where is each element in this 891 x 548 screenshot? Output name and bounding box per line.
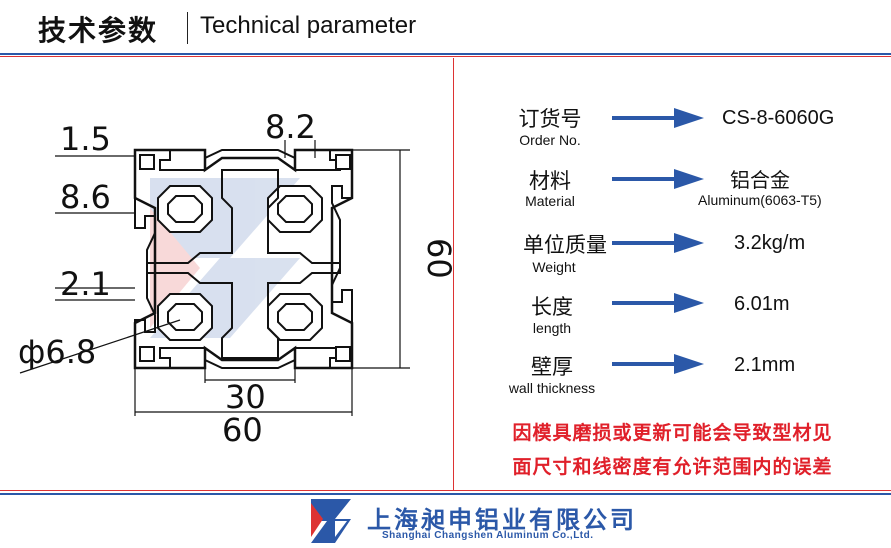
vertical-divider (453, 58, 454, 490)
bottom-rule-red (0, 490, 891, 491)
dimension-lines (19, 140, 410, 416)
param-label-cn: 材料 (529, 169, 571, 193)
bottom-rule-blue (0, 493, 891, 495)
tolerance-note-line-2: 面尺寸和线密度有允许范围内的误差 (512, 456, 833, 478)
header: 技术参数 Technical parameter (0, 0, 891, 56)
param-value: 3.2kg/m (734, 232, 806, 254)
top-rule-red (0, 56, 891, 57)
param-label-en: Weight (532, 259, 576, 275)
top-rule-blue (0, 53, 891, 55)
dim-2-1: 2.1 (60, 265, 111, 303)
dim-60-bottom: 60 (222, 411, 263, 449)
dim-60-right: 60 (420, 238, 452, 279)
arrow-icon (612, 233, 704, 253)
dim-8-6: 8.6 (60, 178, 111, 216)
header-title-cn: 技术参数 (38, 14, 159, 47)
param-label-en: wall thickness (508, 380, 596, 396)
arrow-icon (612, 293, 704, 313)
header-separator (187, 12, 188, 44)
profile-drawing: 1.5 8.2 8.6 2.1 ф6.8 60 30 60 (18, 108, 452, 449)
profile-body (139, 154, 351, 362)
param-label-cn: 长度 (531, 295, 573, 319)
param-label-cn: 单位质量 (523, 233, 607, 257)
param-label-en: Material (525, 193, 575, 209)
header-title-en: Technical parameter (200, 12, 417, 39)
param-value: 6.01m (734, 293, 790, 315)
param-value-sub: Aluminum(6063-T5) (698, 192, 822, 208)
dim-30: 30 (225, 378, 266, 416)
param-label-en: Order No. (519, 132, 581, 148)
dim-phi-6-8: ф6.8 (18, 333, 96, 371)
company-name-en: Shanghai Changshen Aluminum Co.,Ltd. (382, 530, 594, 541)
param-value: 铝合金 (730, 170, 790, 192)
arrow-icon (612, 354, 704, 374)
profile-holes (167, 195, 313, 331)
company-name-cn: 上海昶申铝业有限公司 (367, 506, 637, 534)
tolerance-note-line-1: 因模具磨损或更新可能会导致型材见 (512, 422, 833, 444)
company-logo-icon (311, 499, 351, 543)
arrow-icon (612, 108, 704, 128)
dim-1-5: 1.5 (60, 120, 111, 158)
dim-8-2: 8.2 (265, 108, 316, 146)
arrow-icon (612, 169, 704, 189)
param-value: CS-8-6060G (722, 107, 835, 129)
param-label-cn: 壁厚 (531, 355, 573, 379)
param-label-cn: 订货号 (518, 107, 582, 131)
param-label-en: length (532, 320, 572, 336)
param-value: 2.1mm (734, 354, 796, 376)
